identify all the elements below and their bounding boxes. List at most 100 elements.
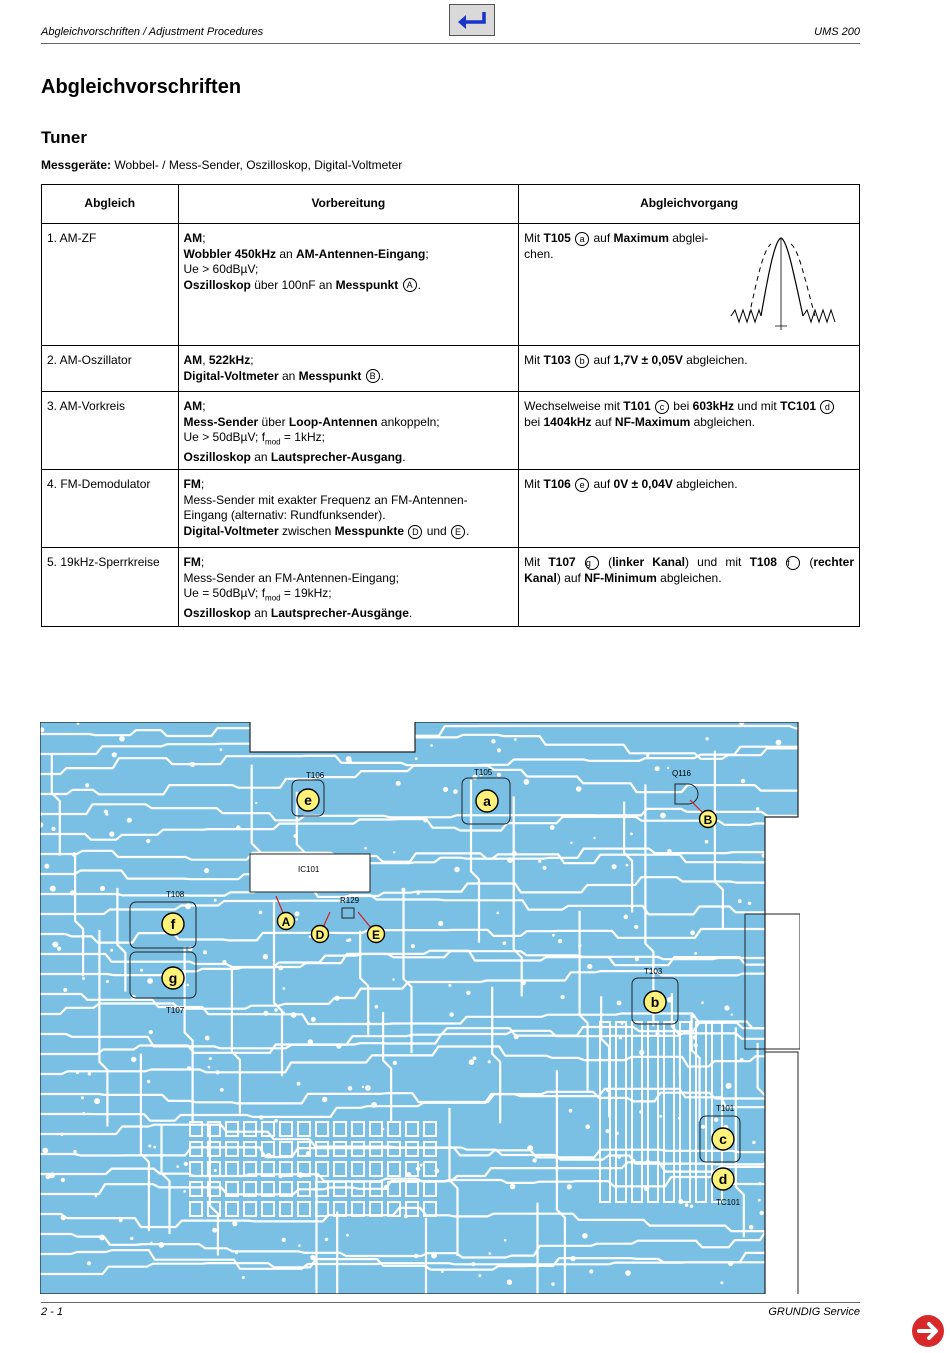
next-arrow-icon	[912, 1315, 944, 1347]
bold-text: Kanal	[524, 570, 557, 585]
plain-text: ) und mit	[684, 555, 750, 570]
text-line: Kanal) auf NF-Minimum abgleichen.	[524, 571, 854, 587]
plain-text: Mess-Sender an FM-Antennen-Eingang;	[183, 570, 399, 585]
preparation-cell: FM;Mess-Sender mit exakter Frequenz an F…	[177, 469, 520, 549]
preparation-cell: FM;Mess-Sender an FM-Antennen-Eingang;Ue…	[177, 547, 520, 627]
text-line: Ue > 50dBµV; fmod = 1kHz;	[184, 430, 514, 450]
plain-text: an	[250, 606, 271, 621]
text-line: Digital-Voltmeter an Messpunkt B.	[184, 369, 514, 385]
instruments-line: Messgeräte: Wobbel- / Mess-Sender, Oszil…	[41, 158, 402, 172]
test-point-symbol: d	[820, 399, 835, 414]
table-row: 4. FM-Demodulator FM;Mess-Sender mit exak…	[41, 469, 860, 549]
text-line: FM;	[184, 477, 514, 493]
plain-text: und mit	[734, 399, 781, 413]
bold-text: TC101	[780, 399, 820, 413]
plain-text: an	[278, 368, 299, 383]
bold-text: AM	[183, 353, 203, 367]
plain-text: abglei-	[668, 231, 709, 245]
next-page-button[interactable]	[911, 1314, 945, 1353]
bold-text: AM	[183, 399, 203, 413]
plain-text: ,	[202, 353, 209, 367]
bold-text: Maximum	[613, 231, 669, 245]
bold-text: Digital-Voltmeter	[183, 368, 279, 383]
plain-text: Ue = 50dBµV; f	[183, 586, 266, 601]
text-line: Mess-Sender mit exakter Frequenz an FM-A…	[184, 493, 514, 509]
plain-text: ;	[202, 231, 206, 245]
text-line: FM;	[184, 555, 514, 571]
test-point-marker: a	[475, 789, 499, 813]
component-label: T105	[474, 768, 493, 777]
plain-text: Mess-Sender mit exakter Frequenz an FM-A…	[183, 492, 468, 507]
pcb-grid-blocks	[189, 1021, 723, 1217]
bold-text: FM	[183, 477, 201, 492]
plain-text: Ue > 60dBµV;	[183, 262, 259, 276]
header-rule	[41, 43, 860, 44]
plain-text: Mit	[524, 353, 544, 367]
test-point-symbol: E	[451, 524, 466, 539]
plain-text: Ue > 50dBµV; f	[183, 430, 266, 444]
step-label: 4. FM-Demodulator	[47, 477, 151, 492]
plain-text: und	[423, 523, 451, 538]
text-line: Eingang (alternativ: Rundfunksender).	[184, 508, 514, 524]
back-button[interactable]	[449, 4, 495, 36]
plain-text: Mit	[524, 477, 544, 492]
text-line: Ue > 60dBµV;	[184, 262, 514, 278]
plain-text: .	[402, 449, 406, 464]
test-point-symbol: b	[575, 353, 590, 368]
plain-text: ;	[200, 477, 205, 492]
component-label: T106	[306, 771, 325, 780]
plain-text: abgleichen.	[690, 414, 755, 429]
bold-text: Messpunkte	[334, 523, 408, 538]
footer-rule	[41, 1302, 860, 1303]
plain-text: .	[408, 606, 413, 621]
plain-text: ;	[202, 399, 206, 413]
test-point-symbol: D	[408, 524, 423, 539]
plain-text: auf	[590, 477, 614, 492]
subscript-text: mod	[265, 593, 281, 603]
plain-text: (	[801, 555, 814, 570]
footer-page-number: 2 - 1	[41, 1306, 64, 1318]
test-point-marker: D	[310, 924, 330, 944]
svg-text:c: c	[719, 1131, 727, 1147]
text-line: Mit T106 e auf 0V ± 0,04V abgleichen.	[524, 477, 854, 493]
bold-text: 0V ± 0,04V	[613, 477, 673, 492]
pcb-isolation-gaps	[40, 724, 798, 1294]
plain-text: über	[258, 414, 289, 429]
page-title: Abgleichvorschriften	[41, 76, 242, 98]
bold-text: 1,7V ± 0,05V	[613, 353, 683, 367]
bold-text: Messpunkt	[298, 368, 365, 383]
bold-text: Oszilloskop	[183, 449, 251, 464]
svg-text:d: d	[719, 1171, 728, 1187]
header-left: Abgleichvorschriften / Adjustment Proced…	[41, 26, 264, 38]
bold-text: FM	[183, 555, 201, 570]
col-header: Vorbereitung	[177, 184, 520, 224]
plain-text: .	[417, 277, 421, 292]
response-curve-icon	[730, 237, 836, 330]
text-line: Wechselweise mit T101 c bei 603kHz und m…	[524, 399, 854, 415]
text-line: Digital-Voltmeter zwischen Messpunkte D …	[184, 524, 514, 540]
test-point-symbol: c	[654, 399, 669, 414]
plain-text: an	[250, 449, 271, 464]
step-label: 2. AM-Oszillator	[47, 353, 132, 367]
text-line: Mit T103 b auf 1,7V ± 0,05V abgleichen.	[524, 353, 854, 369]
bold-text: Messpunkt	[335, 277, 402, 292]
procedure-cell: Mit T103 b auf 1,7V ± 0,05V abgleichen.	[518, 345, 860, 392]
plain-text: auf	[591, 414, 615, 429]
test-point-symbol: a	[575, 231, 590, 246]
test-point-marker: e	[296, 788, 320, 812]
bold-text: AM	[183, 231, 203, 245]
test-point-marker: d	[711, 1167, 735, 1191]
bold-text: T103	[543, 353, 575, 367]
text-line: AM;	[184, 231, 514, 247]
plain-text: auf	[590, 353, 614, 367]
table-row: 2. AM-Oszillator AM, 522kHz;Digital-Voltm…	[41, 345, 860, 392]
preparation-cell: AM, 522kHz;Digital-Voltmeter an Messpunk…	[177, 345, 520, 392]
bold-text: 603kHz	[692, 399, 735, 413]
instruments-text: Wobbel- / Mess-Sender, Oszilloskop, Digi…	[111, 158, 403, 172]
plain-text: abgleichen.	[682, 353, 748, 367]
plain-text: .	[466, 523, 470, 538]
svg-text:E: E	[372, 928, 380, 942]
plain-text: auf	[590, 231, 614, 245]
test-point-marker: f	[161, 912, 185, 936]
